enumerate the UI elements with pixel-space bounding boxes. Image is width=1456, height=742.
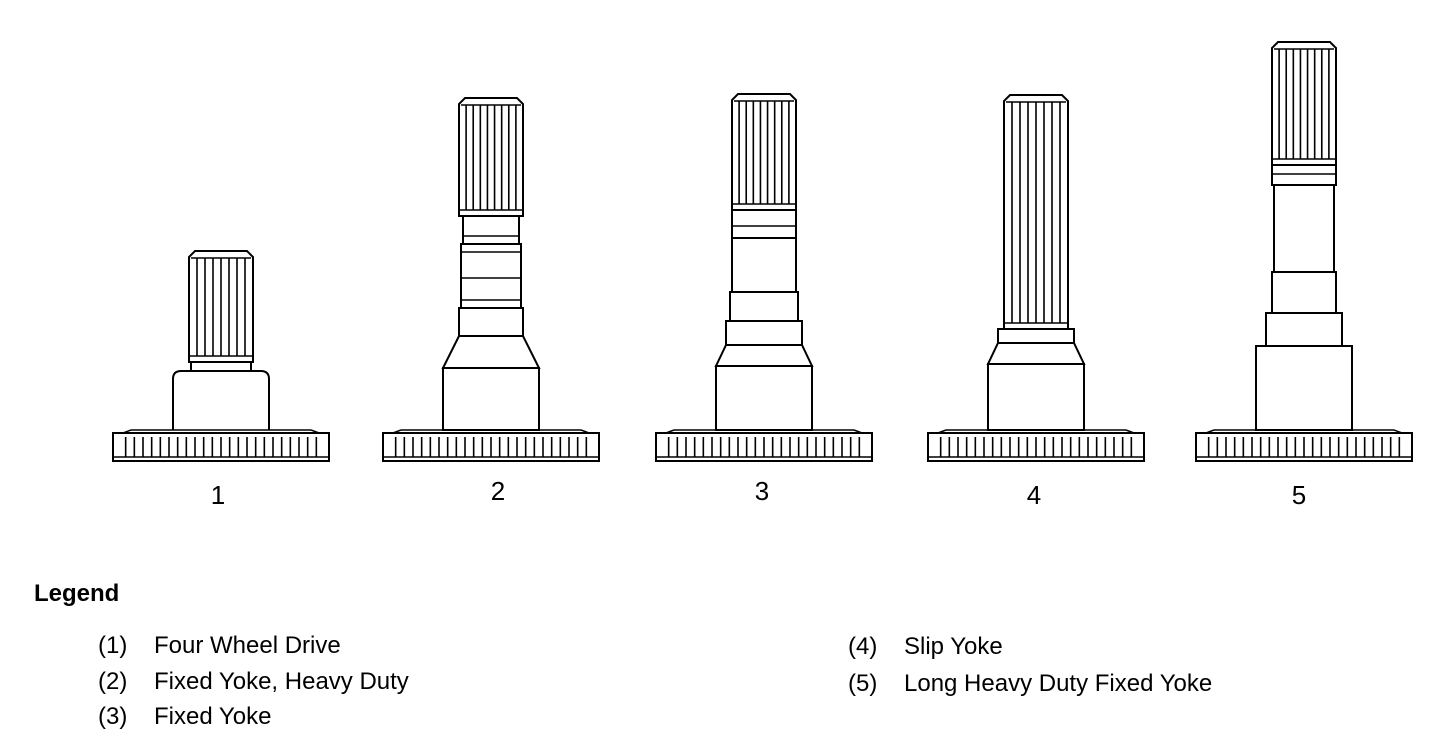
spline-body bbox=[1271, 41, 1337, 166]
legend-label: Fixed Yoke, Heavy Duty bbox=[154, 668, 409, 695]
shaft-collar bbox=[1271, 271, 1337, 314]
legend-label: Slip Yoke bbox=[904, 633, 1003, 660]
legend-label: Long Heavy Duty Fixed Yoke bbox=[904, 670, 1213, 697]
shaft-base bbox=[715, 365, 813, 431]
shaft-number-2: 2 bbox=[490, 476, 506, 506]
legend-item-3: (3) Fixed Yoke bbox=[98, 703, 271, 731]
flange-bevel bbox=[1125, 429, 1135, 434]
shaft-step bbox=[725, 320, 803, 346]
legend-code: (3) bbox=[98, 703, 128, 730]
legend-item-4: (4) Slip Yoke bbox=[848, 633, 1003, 661]
legend-code: (5) bbox=[848, 670, 878, 697]
shaft-3 bbox=[655, 93, 873, 462]
legend-label: Fixed Yoke bbox=[154, 703, 272, 730]
flange-bevel bbox=[937, 429, 947, 434]
spline-body bbox=[458, 97, 524, 217]
spline-body bbox=[731, 93, 797, 211]
legend-item-2: (2) Fixed Yoke, Heavy Duty bbox=[98, 668, 409, 696]
legend-label: Four Wheel Drive bbox=[154, 632, 341, 659]
shaft-neck bbox=[731, 237, 797, 293]
shaft-ring bbox=[731, 209, 797, 239]
shaft-neck bbox=[1273, 184, 1335, 273]
shaft-number-3: 3 bbox=[754, 476, 770, 506]
shaft-number-4: 4 bbox=[1026, 480, 1042, 510]
yoke-shaft-diagram bbox=[112, 41, 1413, 462]
legend-item-1: (1) Four Wheel Drive bbox=[98, 632, 341, 660]
shaft-neck bbox=[460, 243, 522, 309]
flange-bevel bbox=[853, 429, 863, 434]
shaft-collar bbox=[729, 291, 799, 322]
shaft-step bbox=[1265, 312, 1343, 347]
shaft-number-5: 5 bbox=[1291, 480, 1307, 510]
flange-bevel bbox=[1393, 429, 1403, 434]
flange-bevel bbox=[665, 429, 675, 434]
flange-bevel bbox=[122, 429, 132, 434]
flange-bevel bbox=[392, 429, 402, 434]
legend-title: Legend bbox=[34, 580, 120, 607]
legend-item-5: (5) Long Heavy Duty Fixed Yoke bbox=[848, 670, 1212, 698]
shaft-5 bbox=[1195, 41, 1413, 462]
shaft-1 bbox=[112, 250, 330, 462]
shaft-base bbox=[1255, 345, 1353, 431]
shaft-step bbox=[458, 307, 524, 337]
shaft-2 bbox=[382, 97, 600, 462]
shaft-taper bbox=[441, 335, 541, 369]
shaft-step bbox=[997, 328, 1075, 344]
legend-code: (4) bbox=[848, 633, 878, 660]
shaft-number-1: 1 bbox=[210, 480, 226, 510]
shaft-taper bbox=[714, 344, 814, 367]
legend-code: (1) bbox=[98, 632, 128, 659]
legend-code: (2) bbox=[98, 668, 128, 695]
shaft-taper bbox=[986, 342, 1086, 365]
shaft-hub bbox=[172, 370, 270, 430]
flange-bevel bbox=[1205, 429, 1215, 434]
spline-collar bbox=[190, 361, 252, 372]
flange-bevel bbox=[580, 429, 590, 434]
shaft-ring bbox=[1271, 164, 1337, 186]
shaft-base bbox=[987, 363, 1085, 431]
flange-bevel bbox=[310, 429, 320, 434]
shaft-ring bbox=[462, 215, 520, 245]
shaft-4 bbox=[927, 94, 1145, 462]
shaft-base bbox=[442, 367, 540, 431]
